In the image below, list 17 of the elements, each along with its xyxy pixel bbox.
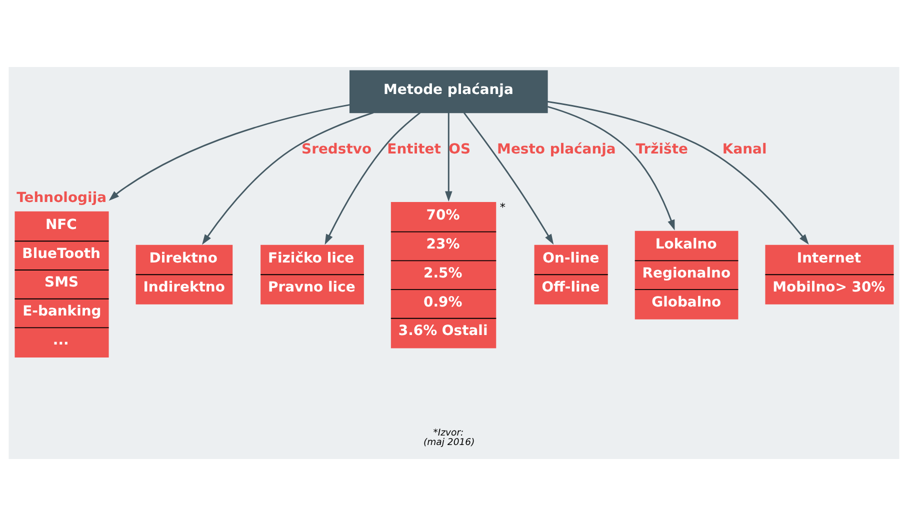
edge-label: Entitet bbox=[387, 141, 441, 158]
edge-label: Tržište bbox=[636, 141, 688, 158]
arrow bbox=[547, 100, 809, 244]
arrow bbox=[324, 112, 421, 244]
arrow bbox=[463, 112, 554, 244]
label: *Izvor: bbox=[433, 427, 464, 438]
edge-label: Mesto plaćanja bbox=[497, 141, 616, 158]
node-label: Tehnologija bbox=[16, 190, 107, 206]
arrow bbox=[445, 112, 452, 202]
arrow bbox=[547, 105, 675, 230]
arrow bbox=[202, 111, 374, 244]
node-label: * bbox=[500, 200, 506, 214]
node-box: Metode plaćanja bbox=[349, 70, 548, 113]
arrow bbox=[108, 104, 350, 200]
edge-label: Kanal bbox=[722, 141, 767, 158]
edge-label: Sredstvo bbox=[302, 141, 372, 158]
label: (maj 2016) bbox=[424, 436, 475, 448]
